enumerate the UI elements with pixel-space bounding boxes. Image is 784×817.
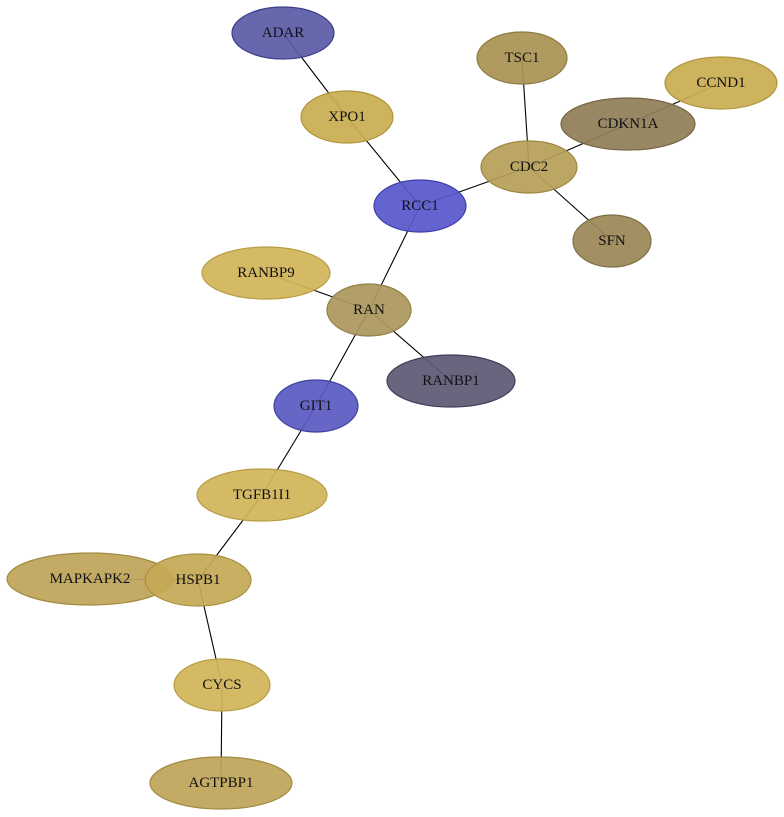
node-label-tsc1: TSC1 [504,50,539,66]
node-ranbp1[interactable]: RANBP1 [386,354,516,408]
node-shape-tsc1 [476,31,568,85]
node-ran[interactable]: RAN [326,283,412,337]
node-shape-hspb1 [144,553,252,607]
node-shape-rcc1 [373,179,467,233]
node-adar[interactable]: ADAR [231,6,335,60]
node-shape-agtpbp1 [149,756,293,810]
node-hspb1[interactable]: HSPB1 [144,553,252,607]
node-label-ranbp1: RANBP1 [422,373,480,389]
node-label-mapkapk2: MAPKAPK2 [50,571,131,587]
node-label-git1: GIT1 [300,398,333,414]
node-label-ranbp9: RANBP9 [237,265,295,281]
node-label-agtpbp1: AGTPBP1 [188,775,253,791]
node-ccnd1[interactable]: CCND1 [664,56,778,110]
node-label-ccnd1: CCND1 [696,75,745,91]
node-label-ran: RAN [353,302,385,318]
node-cdkn1a[interactable]: CDKN1A [560,97,696,151]
node-shape-ccnd1 [664,56,778,110]
node-ranbp9[interactable]: RANBP9 [201,246,331,300]
node-shape-adar [231,6,335,60]
node-shape-ranbp1 [386,354,516,408]
node-shape-xpo1 [300,90,394,144]
node-shape-cycs [173,658,271,712]
node-tgfb1i1[interactable]: TGFB1I1 [196,468,328,522]
node-shape-ran [326,283,412,337]
node-label-cdc2: CDC2 [510,159,548,175]
node-git1[interactable]: GIT1 [273,379,359,433]
node-rcc1[interactable]: RCC1 [373,179,467,233]
node-shape-sfn [572,214,652,268]
node-label-cycs: CYCS [202,677,241,693]
node-shape-ranbp9 [201,246,331,300]
node-shape-tgfb1i1 [196,468,328,522]
node-label-adar: ADAR [262,25,305,41]
node-label-sfn: SFN [598,233,626,249]
node-cycs[interactable]: CYCS [173,658,271,712]
node-label-xpo1: XPO1 [328,109,366,125]
node-sfn[interactable]: SFN [572,214,652,268]
node-mapkapk2[interactable]: MAPKAPK2 [6,552,174,606]
node-label-tgfb1i1: TGFB1I1 [233,487,291,503]
node-shape-cdkn1a [560,97,696,151]
node-xpo1[interactable]: XPO1 [300,90,394,144]
node-agtpbp1[interactable]: AGTPBP1 [149,756,293,810]
node-label-rcc1: RCC1 [401,198,439,214]
node-tsc1[interactable]: TSC1 [476,31,568,85]
node-shape-cdc2 [480,140,578,194]
node-cdc2[interactable]: CDC2 [480,140,578,194]
node-shape-git1 [273,379,359,433]
node-label-cdkn1a: CDKN1A [598,116,659,132]
node-label-hspb1: HSPB1 [175,572,220,588]
